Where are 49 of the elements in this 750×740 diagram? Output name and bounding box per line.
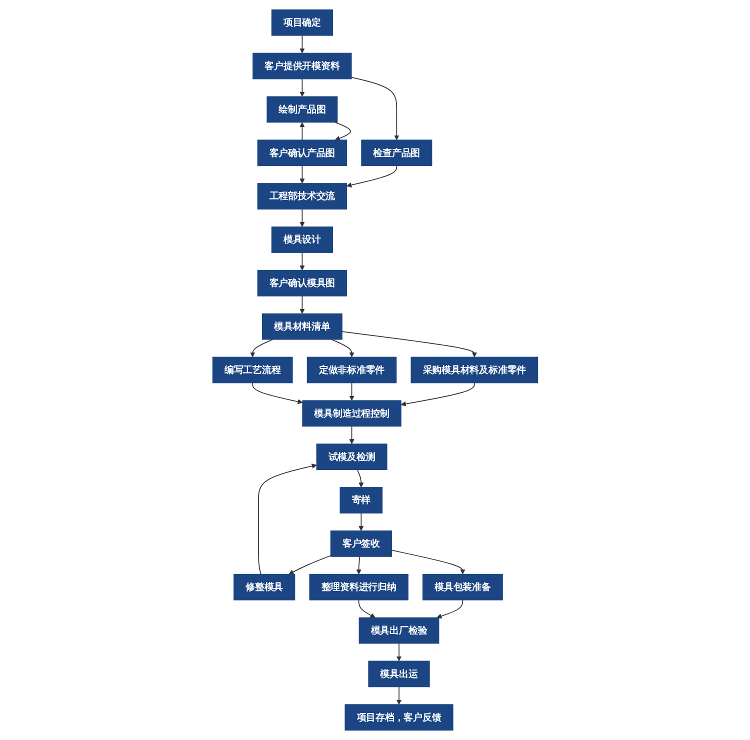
node-box: 模具出运 <box>368 660 430 688</box>
node-box: 修整模具 <box>233 574 295 600</box>
arrow <box>356 469 364 488</box>
arrow <box>396 686 402 705</box>
node-box: 绘制产品图 <box>266 96 338 123</box>
node-box: 模具设计 <box>271 226 333 253</box>
node-box: 客户确认产品图 <box>257 140 347 166</box>
arrow <box>299 165 305 184</box>
node-box: 整理资料进行归纳 <box>308 574 408 600</box>
node-box: 寄样 <box>340 487 382 514</box>
node-box: 模具包装准备 <box>422 574 503 600</box>
arrow <box>299 208 305 228</box>
arrow <box>348 426 354 444</box>
node-box: 采购模具材料及标准零件 <box>410 356 538 384</box>
node-box: 编写工艺流程 <box>212 356 293 384</box>
arrow <box>390 550 465 574</box>
node-box: 模具制造过程控制 <box>302 400 402 427</box>
node-box: 客户确认模具图 <box>257 270 347 296</box>
arrow <box>299 122 305 140</box>
node-box: 客户签收 <box>330 530 392 557</box>
arrow <box>341 331 477 358</box>
node-box: 工程部技术交流 <box>257 183 347 210</box>
node-box: 检查产品图 <box>360 140 432 166</box>
arrow <box>330 339 354 358</box>
arrow <box>288 555 331 574</box>
arrow <box>346 165 397 188</box>
arrow <box>348 382 354 401</box>
arrow <box>358 512 364 531</box>
arrow <box>299 35 305 54</box>
arrow <box>436 600 463 619</box>
arrow <box>356 556 362 574</box>
arrow <box>358 600 376 618</box>
arrow <box>299 296 305 314</box>
arrow <box>334 122 351 141</box>
node-box: 模具出厂检验 <box>358 617 439 644</box>
arrow <box>400 382 475 406</box>
node-box: 项目存档，客户反馈 <box>344 704 454 731</box>
node-box: 客户提供开模资料 <box>252 52 352 80</box>
arrow <box>250 339 273 358</box>
arrow <box>299 78 305 97</box>
node-box: 模具材料清单 <box>262 313 342 340</box>
arrow <box>396 643 402 662</box>
arrow <box>350 76 399 140</box>
arrow <box>299 252 305 270</box>
arrow <box>258 464 317 575</box>
node-box: 定做非标准零件 <box>306 356 396 384</box>
arrow <box>252 382 302 404</box>
node-box: 项目确定 <box>271 9 333 36</box>
node-box: 试模及检测 <box>316 444 388 470</box>
